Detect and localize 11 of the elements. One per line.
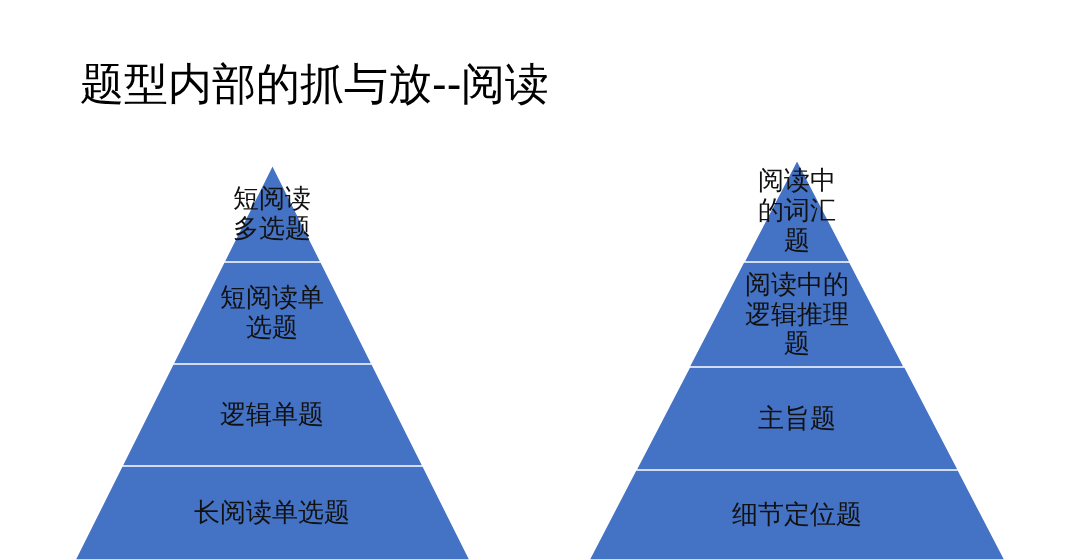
tier-label: 逻辑单题 bbox=[219, 400, 325, 430]
pyramid-tier bbox=[635, 367, 959, 470]
tier-label: 长阅读单选题 bbox=[193, 498, 351, 528]
tier-label: 阅读中的逻辑推理题 bbox=[744, 269, 850, 360]
pyramid-tier bbox=[589, 470, 1005, 560]
tier-label: 短阅读单选题 bbox=[219, 283, 325, 343]
tier-label: 主旨题 bbox=[757, 403, 837, 434]
pyramid-tier bbox=[74, 466, 470, 560]
title: 题型内部的抓与放--阅读 bbox=[80, 62, 550, 106]
pyramid-tier bbox=[121, 364, 423, 466]
tier-label: 细节定位题 bbox=[731, 500, 863, 530]
